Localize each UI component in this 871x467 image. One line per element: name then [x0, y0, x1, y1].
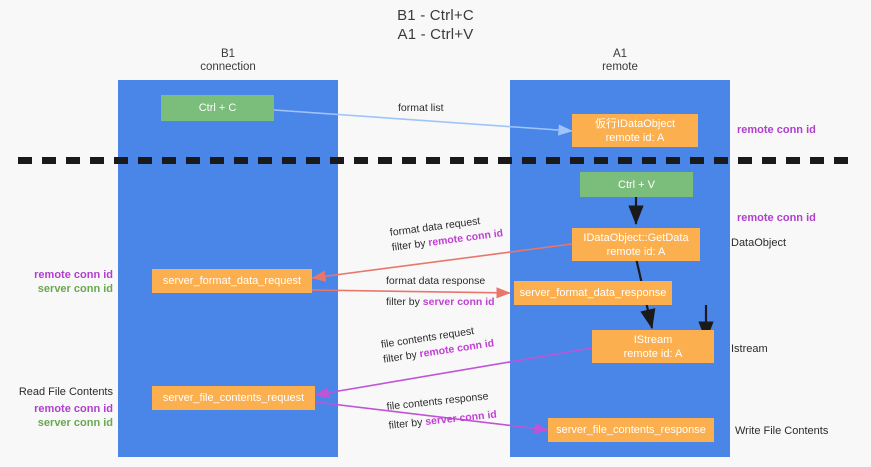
node-server-file-contents-request-label: server_file_contents_request	[162, 392, 305, 404]
edge-label-format-data-request: format data request filter by remote con…	[389, 211, 504, 255]
lane-header-b1-title: B1	[220, 48, 236, 60]
node-idataobject-remote-id: remote id: A	[605, 131, 665, 144]
node-idataobject-getdata-id: remote id: A	[606, 245, 666, 258]
node-ctrl-c[interactable]: Ctrl + C	[161, 95, 274, 121]
node-server-file-contents-request[interactable]: server_file_contents_request	[152, 386, 315, 410]
node-server-file-contents-response-label: server_file_contents_response	[556, 424, 706, 436]
edge-label-format-data-response: format data response filter by server co…	[386, 274, 495, 310]
side-label-server-conn-id-left: server conn id	[37, 283, 113, 295]
lane-header-a1-subtitle: remote	[602, 61, 638, 73]
edge-label-file-contents-request: file contents request filter by remote c…	[380, 321, 495, 367]
lane-header-b1-subtitle: connection	[200, 61, 256, 73]
side-label-istream: Istream	[731, 343, 768, 355]
node-istream-id: remote id: A	[623, 347, 683, 360]
node-istream-label: IStream	[633, 333, 673, 346]
node-istream[interactable]: IStream remote id: A	[592, 330, 714, 363]
side-label-remote-conn-id-left-2: remote conn id	[34, 403, 113, 415]
node-ctrl-v[interactable]: Ctrl + V	[580, 172, 693, 197]
node-server-format-data-response[interactable]: server_format_data_response	[514, 281, 672, 305]
side-label-read-file-contents: Read File Contents	[18, 386, 113, 398]
side-label-write-file-contents: Write File Contents	[735, 425, 829, 437]
edge-label-format-data-response-line2: filter by server conn id	[386, 296, 495, 308]
side-label-conn-ids-upper: remote conn id server conn id	[0, 268, 113, 296]
node-ctrl-v-label: Ctrl + V	[618, 178, 655, 191]
side-label-conn-ids-lower: remote conn id server conn id	[0, 402, 113, 430]
side-label-remote-conn-id-mid: remote conn id	[737, 212, 816, 224]
edge-label-format-list: format list	[398, 102, 444, 114]
lane-header-a1-title: A1	[612, 48, 628, 60]
node-ctrl-c-label: Ctrl + C	[198, 102, 237, 114]
edge-label-format-data-response-line1: format data response	[386, 275, 486, 287]
node-idataobject-remote[interactable]: 仮行IDataObject remote id: A	[572, 114, 698, 147]
side-label-dataobject: DataObject	[731, 237, 787, 249]
node-server-format-data-request-label: server_format_data_request	[162, 275, 302, 287]
node-idataobject-getdata-label: IDataObject::GetData	[583, 231, 689, 244]
node-server-format-data-request[interactable]: server_format_data_request	[152, 269, 312, 293]
node-idataobject-remote-label: 仮行IDataObject	[594, 117, 676, 130]
edge-label-file-contents-response: file contents response filter by server …	[386, 389, 498, 434]
side-label-server-conn-id-left-2: server conn id	[37, 417, 113, 429]
diagram-title-line-1: B1 - Ctrl+C	[397, 7, 474, 24]
phase-divider	[18, 157, 856, 164]
node-server-file-contents-response[interactable]: server_file_contents_response	[548, 418, 714, 442]
lane-header-a1: A1 remote	[510, 48, 730, 74]
diagram-title-line-2: A1 - Ctrl+V	[397, 26, 474, 43]
side-label-remote-conn-id-top: remote conn id	[737, 124, 816, 136]
lane-header-b1: B1 connection	[118, 48, 338, 74]
node-idataobject-getdata[interactable]: IDataObject::GetData remote id: A	[572, 228, 700, 261]
node-server-format-data-response-label: server_format_data_response	[519, 287, 667, 299]
diagram-title: B1 - Ctrl+C A1 - Ctrl+V	[0, 6, 871, 44]
side-label-remote-conn-id-left: remote conn id	[34, 269, 113, 281]
